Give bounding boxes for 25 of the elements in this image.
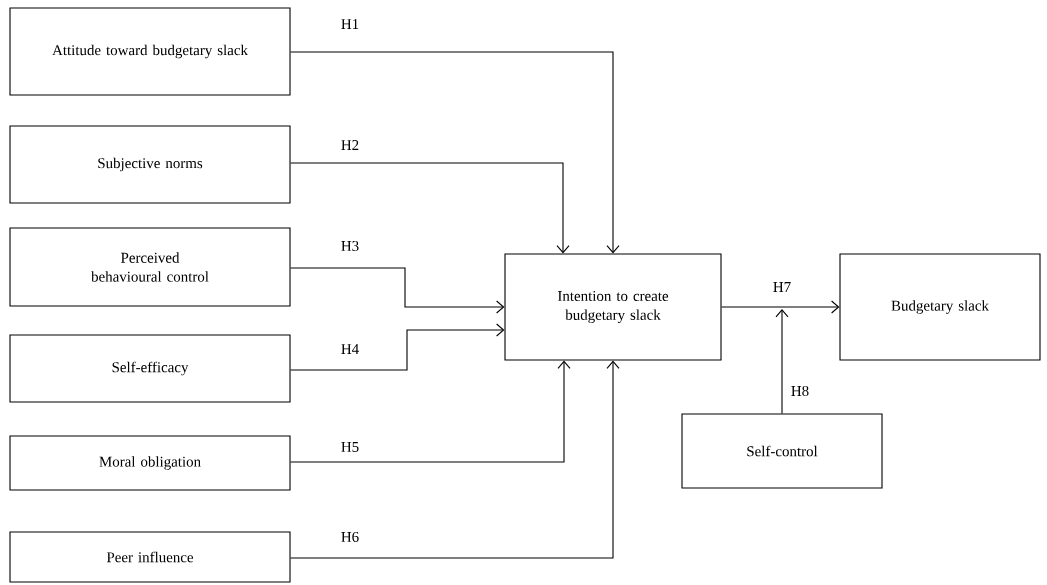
construct-box: Perceived behavioural control	[9, 227, 291, 307]
edge-label: H7	[771, 281, 793, 293]
edge-label: H3	[339, 239, 361, 252]
construct-box: Peer influence	[9, 531, 291, 583]
construct-box: Intention to create budgetary slack	[504, 253, 722, 361]
construct-box: Attitude toward budgetary slack	[9, 7, 291, 96]
arrow	[290, 360, 620, 559]
edge-label: H5	[339, 441, 361, 453]
arrow	[290, 323, 505, 371]
arrow	[290, 267, 505, 314]
edge-label: H4	[339, 343, 361, 355]
construct-box: Self-efficacy	[9, 334, 291, 403]
edge-label: H8	[789, 384, 811, 398]
construct-box: Self-control	[681, 413, 883, 489]
arrow	[290, 162, 570, 254]
arrow	[721, 300, 840, 314]
edge-label: H1	[339, 18, 361, 30]
arrow	[775, 309, 789, 414]
edge-label: H2	[339, 139, 361, 151]
edge-label: H6	[339, 530, 361, 543]
construct-box: Moral obligation	[9, 435, 291, 491]
construct-box: Budgetary slack	[839, 253, 1041, 361]
arrow	[290, 360, 571, 463]
arrow	[290, 51, 620, 254]
construct-box: Subjective norms	[9, 125, 291, 204]
